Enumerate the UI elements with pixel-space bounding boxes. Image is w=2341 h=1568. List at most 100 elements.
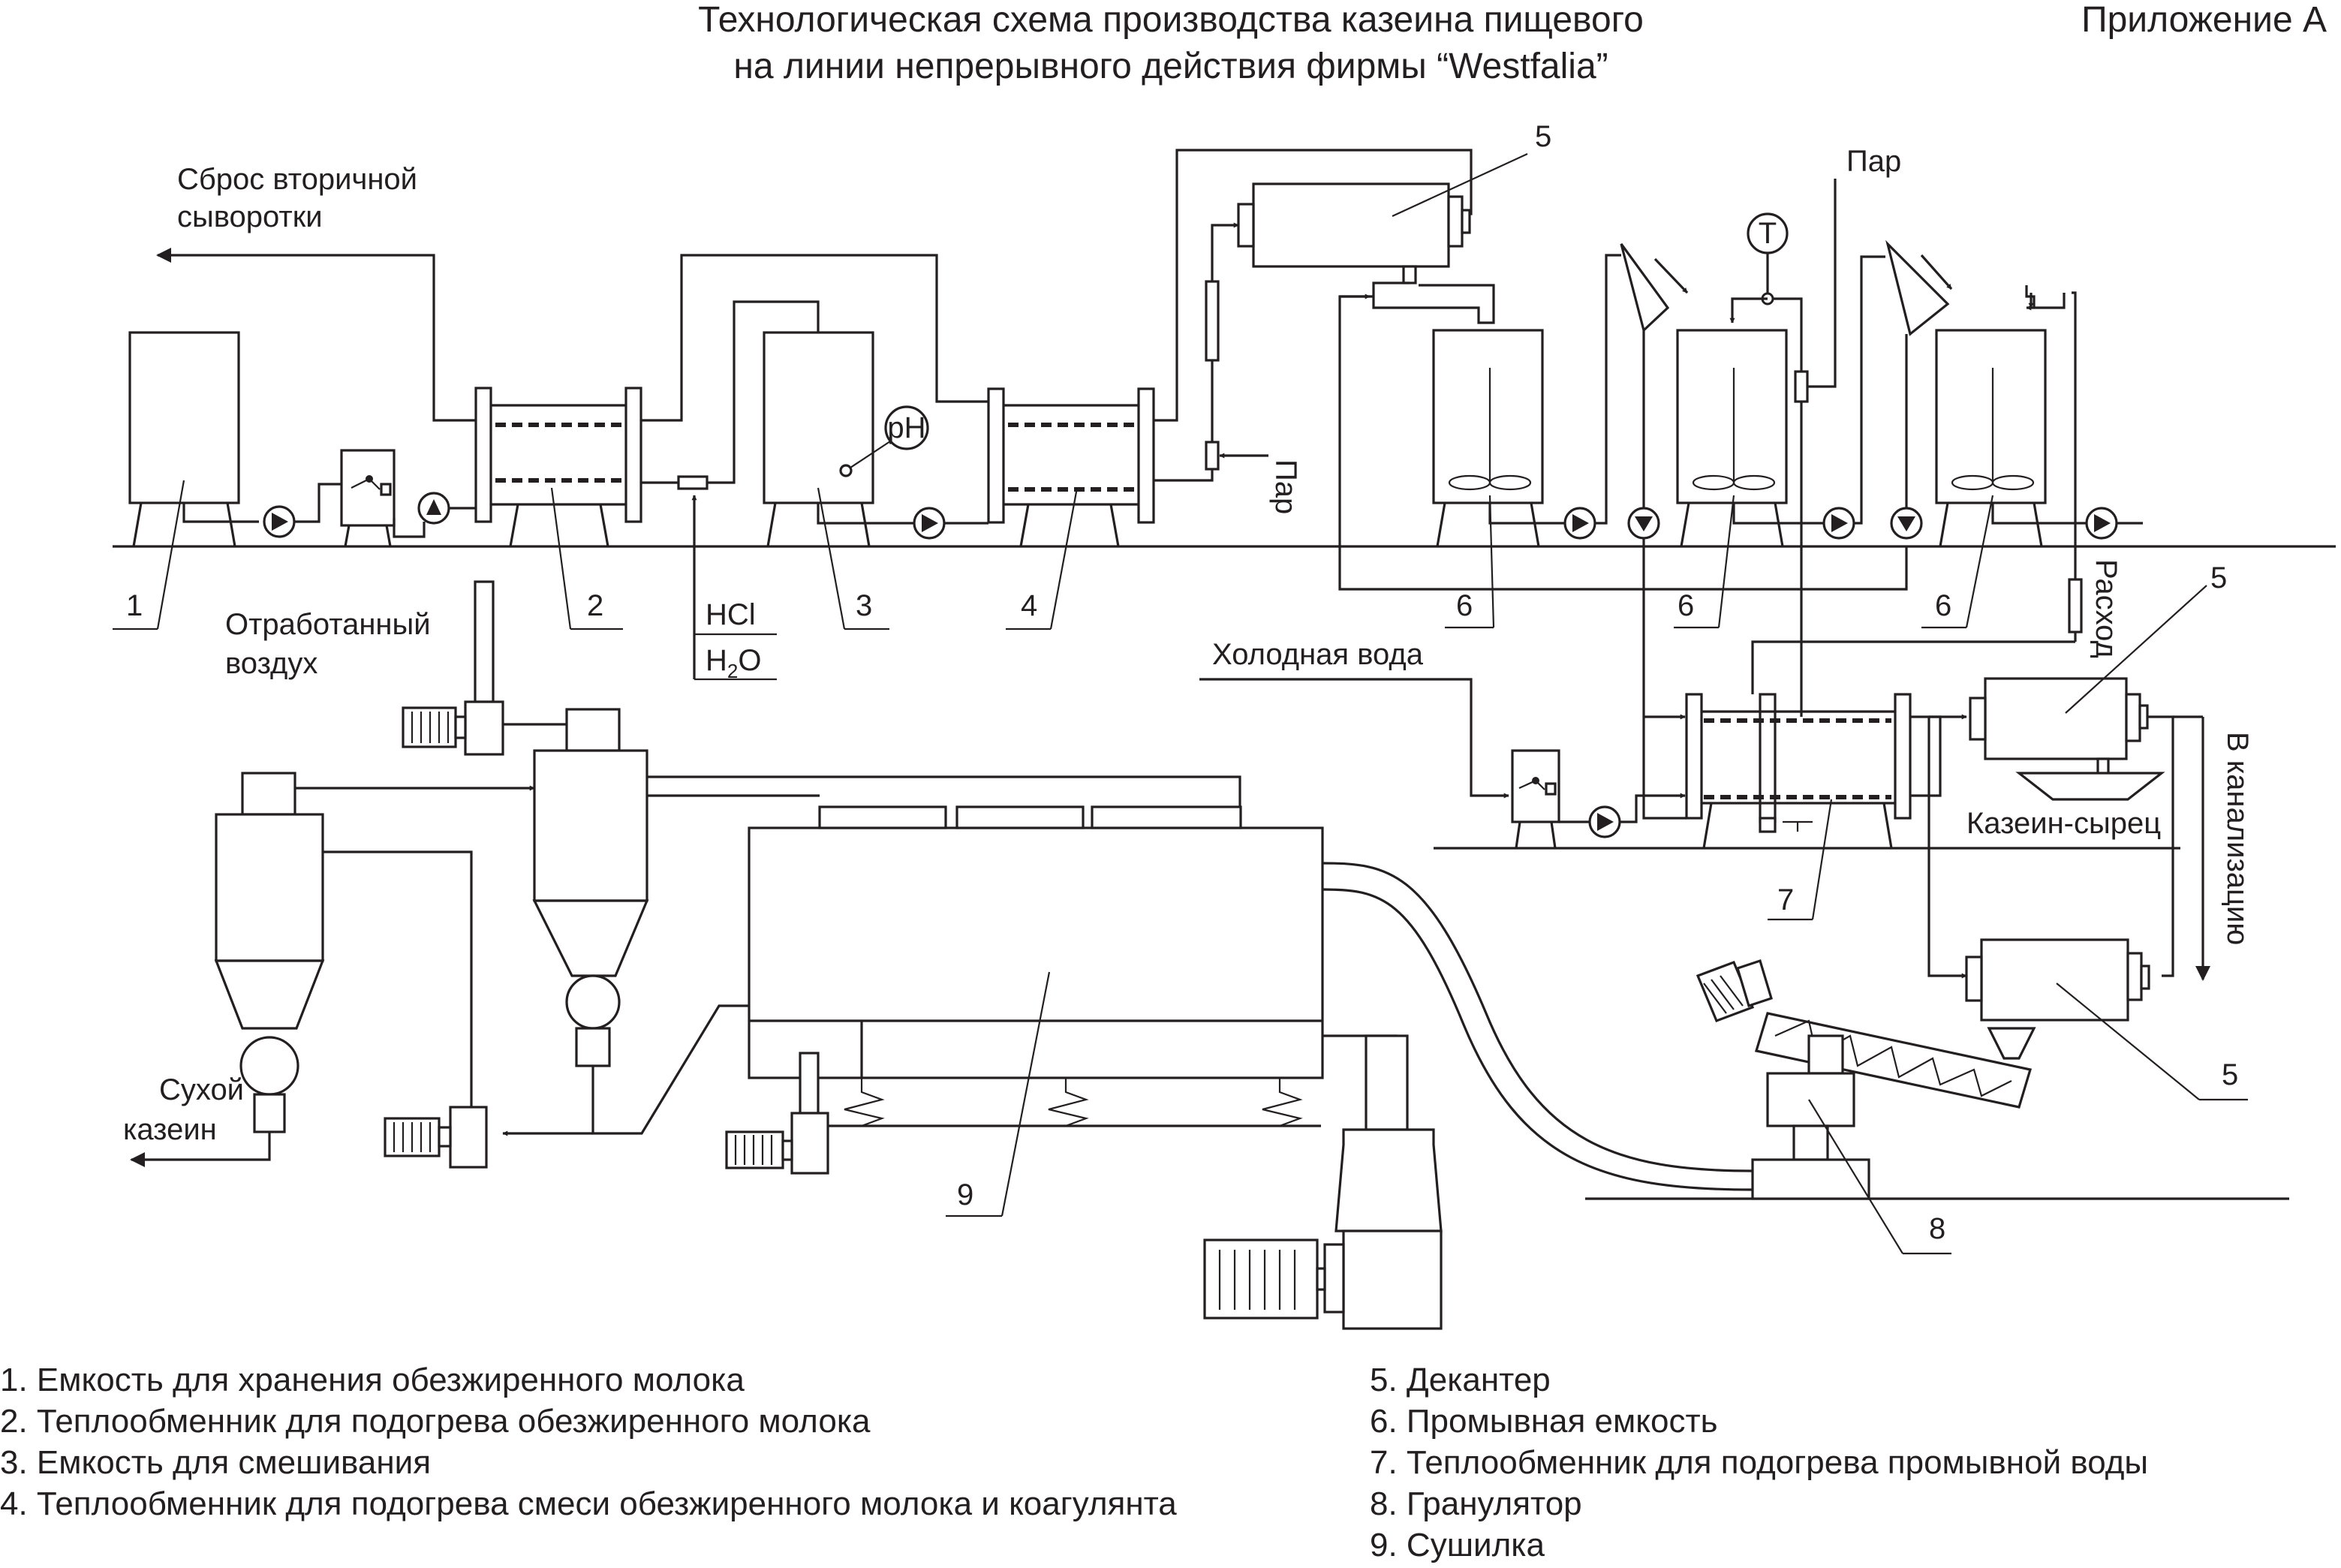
diagram-title-line-1: Технологическая схема производства казеи… bbox=[698, 0, 1644, 40]
number-3: 3 bbox=[856, 589, 872, 622]
pump-1 bbox=[263, 505, 296, 538]
granulator-motor bbox=[1696, 959, 1773, 1023]
whey-discharge-line bbox=[156, 248, 476, 422]
leader-6-3 bbox=[1965, 495, 1994, 628]
legend-item-4: 4. Теплообменник для подогрева смеси обе… bbox=[0, 1485, 1177, 1522]
cold-water-into-hx7 bbox=[1620, 793, 1686, 823]
pump-8 bbox=[2085, 507, 2118, 540]
cold-water-pipe bbox=[1199, 678, 1509, 799]
number-9: 9 bbox=[957, 1178, 973, 1211]
mixture-heat-exchanger bbox=[987, 387, 1155, 547]
leader-2 bbox=[550, 487, 572, 630]
number-6-2: 6 bbox=[1678, 589, 1694, 622]
number-7: 7 bbox=[1777, 883, 1794, 916]
ph-label: pH bbox=[887, 411, 925, 444]
transport-hose-outer bbox=[1322, 862, 1753, 1172]
leader-5-top bbox=[1392, 153, 1528, 217]
legend-right: 5. Декантер 6. Промывная емкость 7. Тепл… bbox=[1370, 1362, 2148, 1563]
legend-item-1: 1. Емкость для хранения обезжиренного мо… bbox=[0, 1362, 745, 1398]
legend-item-9: 9. Сушилка bbox=[1370, 1527, 1545, 1563]
leader-9 bbox=[1000, 971, 1051, 1217]
tank6-3-outlet bbox=[1991, 503, 2087, 525]
mixer-injector bbox=[677, 475, 709, 490]
number-6-3: 6 bbox=[1935, 589, 1951, 622]
pump-7 bbox=[1890, 507, 1923, 540]
whey-discharge-label-2: сыворотки bbox=[177, 200, 323, 233]
steam-control-valve-2 bbox=[1794, 370, 1809, 403]
number-4: 4 bbox=[1021, 589, 1037, 622]
legend-item-8: 8. Гранулятор bbox=[1370, 1485, 1582, 1522]
tank3-outlet-pipe bbox=[817, 503, 914, 525]
rotameter bbox=[1205, 280, 1220, 362]
transport-hose-inner bbox=[1322, 888, 1753, 1191]
legend-item-3: 3. Емкость для смешивания bbox=[0, 1444, 431, 1481]
pipe-to-dosing-1 bbox=[294, 483, 342, 523]
tank1-outlet-pipe bbox=[182, 503, 259, 523]
pipe-to-hydrocyclone-1 bbox=[1595, 254, 1621, 525]
pipe-to-hydrocyclone-2 bbox=[1854, 255, 1885, 525]
skim-milk-heat-exchanger bbox=[474, 387, 642, 547]
decanter-right bbox=[1969, 677, 2149, 775]
ph-sensor: pH bbox=[839, 405, 929, 477]
pipe-hx2-to-hx4-loop bbox=[641, 254, 988, 422]
pipe-hx7-to-decanter-lower bbox=[1927, 717, 1967, 979]
legend-item-5: 5. Декантер bbox=[1370, 1362, 1551, 1398]
number-5-right: 5 bbox=[2210, 561, 2227, 594]
steam-label-1: Пар bbox=[1269, 459, 1302, 514]
cold-water-label: Холодная вода bbox=[1212, 638, 1424, 671]
exhaust-air-label-1: Отработанный bbox=[225, 608, 431, 641]
leader-4 bbox=[1049, 487, 1079, 630]
flow-label: Расход bbox=[2090, 559, 2123, 658]
leader-5-right bbox=[2065, 585, 2207, 714]
washing-tank-3 bbox=[1935, 329, 2047, 547]
to-sewer-label: В канализацию bbox=[2221, 732, 2254, 945]
cyclone-1 bbox=[532, 708, 649, 1067]
steam-inlet-2-pipe bbox=[1807, 179, 1837, 388]
dry-casein-label-1: Сухой bbox=[159, 1073, 244, 1106]
number-6-1: 6 bbox=[1456, 589, 1473, 622]
hydrocyclone-1 bbox=[1620, 243, 1670, 333]
pipe-pump5-to-hx7 bbox=[1642, 538, 1687, 820]
dosing-unit-2 bbox=[1511, 749, 1560, 849]
cyclone2-side-line bbox=[323, 850, 473, 1133]
raw-casein-hopper bbox=[2015, 772, 2165, 801]
decanter-top bbox=[1237, 182, 1471, 284]
pipe-to-decanter-5-inlet bbox=[1211, 222, 1239, 281]
flow-meter bbox=[2068, 578, 2083, 634]
cyclone-2 bbox=[214, 772, 325, 1133]
mixing-tank bbox=[763, 331, 874, 547]
fluid-bed-dryer bbox=[748, 805, 1324, 1127]
tank6-2-outlet bbox=[1732, 503, 1824, 525]
number-2: 2 bbox=[587, 589, 603, 622]
pump-3 bbox=[913, 507, 946, 540]
hydrocyclone-2-flow-arrow bbox=[1920, 254, 1953, 290]
decanter-right-to-lower bbox=[2147, 715, 2174, 977]
steam-control-valve-1 bbox=[1205, 441, 1220, 471]
washing-tank-1 bbox=[1432, 329, 1544, 547]
hydrocyclone-2 bbox=[1885, 239, 1950, 336]
skim-milk-storage-tank bbox=[128, 331, 240, 547]
dosing-unit-1 bbox=[340, 449, 396, 547]
decanter-discharge-chute bbox=[1372, 281, 1495, 324]
appendix-label: Приложение А bbox=[2081, 0, 2327, 40]
pipe-hx4-steam-outlet bbox=[1154, 456, 1214, 482]
temperature-sensor: T bbox=[1747, 212, 1789, 254]
pipe-to-mixing-tank bbox=[707, 300, 820, 484]
pump-4 bbox=[1563, 507, 1596, 540]
leader-6-2 bbox=[1717, 495, 1735, 628]
leader-5-lower bbox=[2056, 983, 2200, 1100]
legend-item-6: 6. Промывная емкость bbox=[1370, 1403, 1718, 1440]
leader-3 bbox=[817, 487, 846, 630]
dryer-inlet-fan bbox=[725, 1052, 829, 1175]
pump-2 bbox=[417, 492, 450, 525]
leader-7 bbox=[1811, 799, 1833, 920]
temperature-label: T bbox=[1759, 217, 1777, 250]
raw-casein-label: Казеин-сырец bbox=[1966, 807, 2161, 840]
hydrocyclone-1-flow-arrow bbox=[1653, 257, 1689, 294]
number-1: 1 bbox=[126, 589, 143, 622]
wash-water-heat-exchanger bbox=[1685, 693, 1912, 849]
cyclone1-to-dryer bbox=[591, 1004, 749, 1135]
dryer-exhaust-duct bbox=[647, 775, 1241, 807]
steam-label-2: Пар bbox=[1846, 145, 1901, 178]
